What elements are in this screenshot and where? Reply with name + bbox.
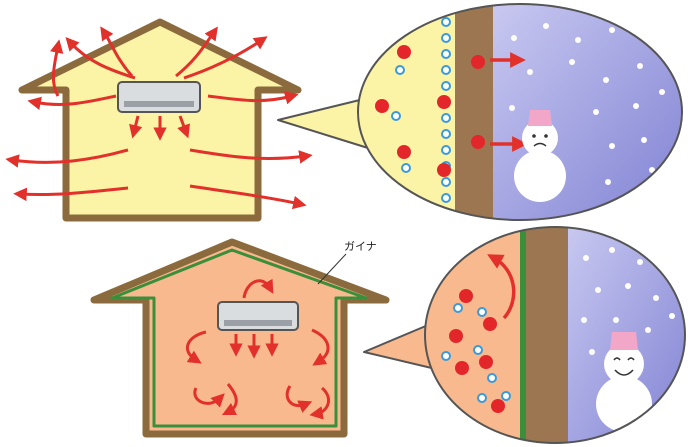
circulating-heat-arrows bbox=[185, 278, 331, 420]
house-without-coating bbox=[5, 18, 313, 222]
coating-layer bbox=[110, 248, 368, 428]
air-particles bbox=[441, 303, 511, 403]
sad-snowman-icon bbox=[514, 110, 566, 202]
bubble-tail bbox=[277, 97, 369, 149]
detail-bubble-with-coating bbox=[363, 226, 686, 444]
heat-escape-arrows bbox=[5, 26, 313, 210]
wall-section bbox=[455, 4, 493, 220]
wall-section bbox=[526, 227, 568, 443]
coating-label: ガイナ bbox=[344, 240, 377, 253]
air-particles bbox=[391, 65, 411, 173]
air-conditioner-icon bbox=[117, 81, 201, 113]
air-conditioner-icon bbox=[217, 301, 299, 331]
heat-loss-arrows bbox=[490, 52, 528, 152]
outdoor-sky bbox=[493, 4, 682, 220]
coating-strip bbox=[520, 227, 526, 443]
coating-callout-line bbox=[317, 253, 347, 285]
house-bottom-body bbox=[90, 238, 390, 438]
house-with-coating bbox=[90, 238, 390, 438]
heat-particles bbox=[375, 45, 485, 177]
detail-bubble-without-coating bbox=[277, 3, 683, 221]
heat-particles bbox=[449, 289, 505, 413]
reflected-heat-arrow bbox=[487, 254, 516, 320]
